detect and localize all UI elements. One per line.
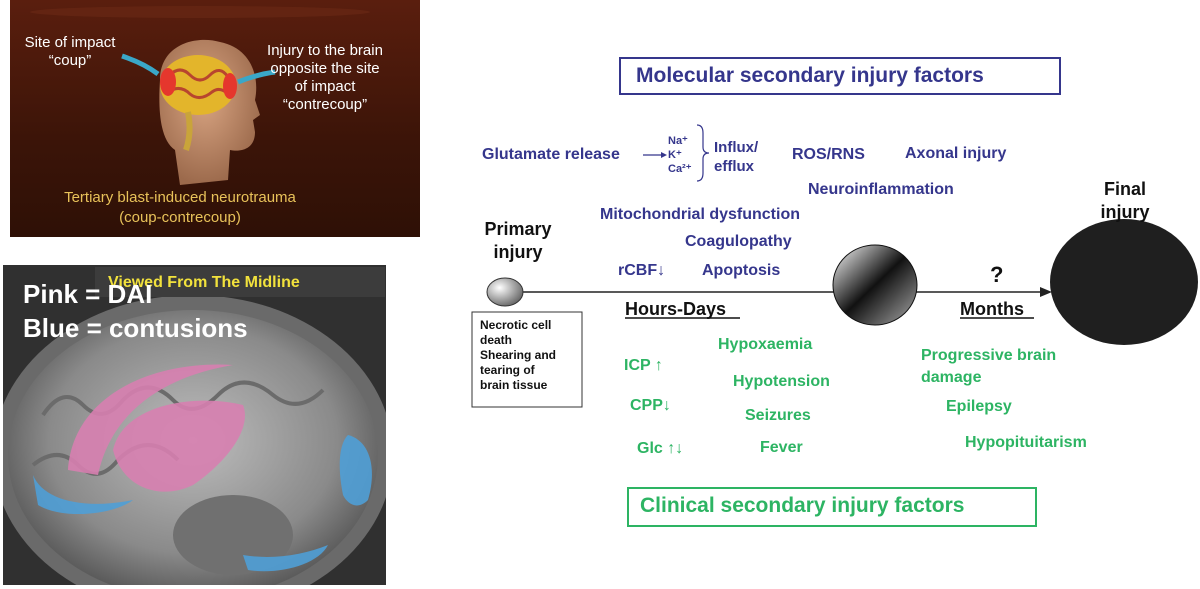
secondary-injury-node [832,244,918,326]
primary-injury-box [471,311,583,408]
contusion-frontal [33,475,133,515]
legend-blue-label: Blue = contusions [23,313,248,343]
contusion-occipital [339,435,372,506]
mitochondrial-dysfunction-label: Mitochondrial dysfunction [600,206,800,223]
clinical-title-box [627,487,1037,527]
contrecoup-site [223,73,237,99]
contusion-inferior [243,545,328,572]
glc-label: Glc ↑↓ [637,440,684,457]
molecular-title: Molecular secondary injury factors [636,64,984,87]
clinical-title: Clinical secondary injury factors [640,494,965,517]
coup-contrecoup-panel: Site of impact “coup” Injury to the brai… [10,0,420,237]
months-label: Months [960,299,1024,319]
dai-region-corpus-callosum [113,400,245,492]
primary-injury-description: Necrotic cell death Shearing and tearing… [480,318,557,392]
rcbf-label: rCBF↓ [618,262,666,279]
hypoxaemia-label: Hypoxaemia [718,336,813,353]
coup-arrow [121,53,160,77]
neuroinflammation-label: Neuroinflammation [808,181,954,198]
epilepsy-label: Epilepsy [946,398,1012,415]
influx-efflux-label: Influx/ efflux [714,139,759,175]
coagulopathy-label: Coagulopathy [685,233,792,250]
molecular-title-box [619,57,1061,95]
mri-banner: Viewed From The Midline [108,274,300,291]
contrecoup-arrow [237,69,276,85]
ros-rns-label: ROS/RNS [792,146,865,163]
legend-pink-label: Pink = DAI [23,279,153,309]
axonal-injury-label: Axonal injury [905,145,1007,162]
glutamate-arrow [661,152,667,158]
timeline-arrowhead [1040,287,1052,297]
panel-caption: Tertiary blast-induced neurotrauma (coup… [64,189,296,226]
hypotension-label: Hypotension [733,373,830,390]
primary-injury-label: Primary injury [484,219,552,262]
hypopituitarism-label: Hypopituitarism [965,434,1087,451]
primary-injury-node [486,277,524,307]
final-injury-node [1050,219,1198,345]
apoptosis-label: Apoptosis [702,262,781,279]
mri-sagittal-image [3,265,386,585]
seizures-label: Seizures [745,407,811,424]
glutamate-release-label: Glutamate release [482,146,620,163]
ion-brace [696,124,710,182]
coup-site [160,68,176,96]
dai-region-cingulate [68,364,233,475]
head-illustration [30,6,370,186]
cpp-label: CPP↓ [630,397,671,414]
mri-midline-panel: Viewed From The Midline Pink = DAI Blue … [3,265,386,585]
unknown-interval-mark: ? [990,262,1004,287]
hours-days-label: Hours-Days [625,299,727,319]
final-injury-label: Final injury [1100,179,1150,222]
coup-label: Site of impact “coup” [24,34,116,69]
fever-label: Fever [760,439,803,456]
ion-list: Na⁺ K⁺ Ca²⁺ [668,135,692,175]
progressive-brain-damage-label: Progressive brain damage [921,347,1057,386]
contrecoup-label: Injury to the brain opposite the site of… [267,42,383,113]
icp-label: ICP ↑ [624,357,663,374]
